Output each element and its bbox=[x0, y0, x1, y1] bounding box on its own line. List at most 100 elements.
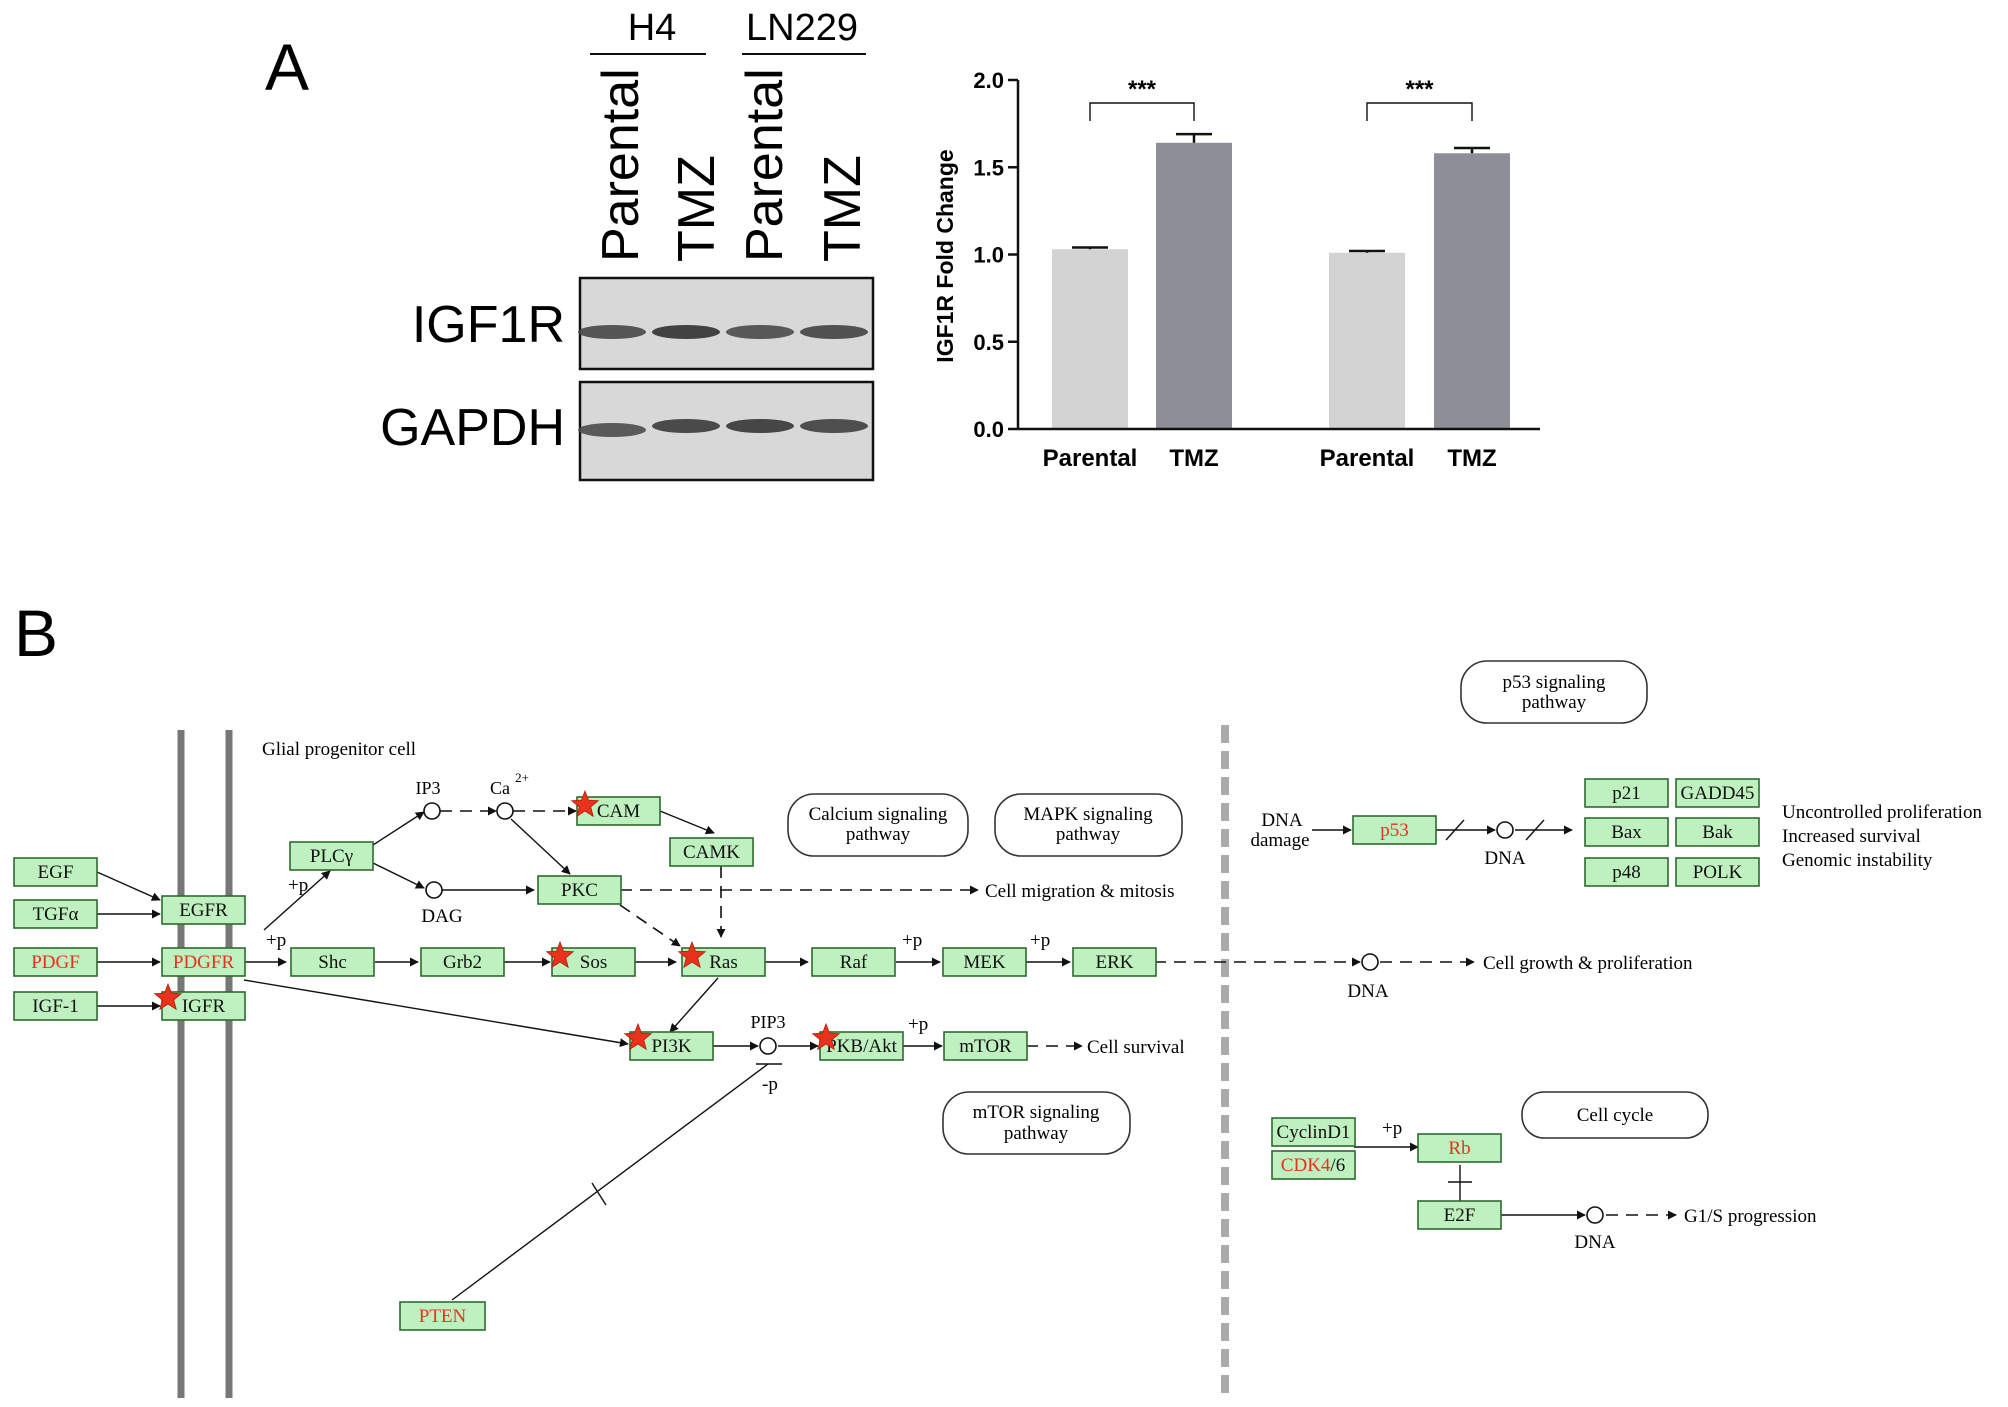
lane-label: TMZ bbox=[814, 155, 872, 262]
compound-ca-superscript: 2+ bbox=[515, 770, 529, 785]
gene-label: PKB/Akt bbox=[826, 1036, 897, 1057]
gene-shc[interactable]: Shc bbox=[290, 947, 375, 977]
lane-label: Parental bbox=[592, 68, 650, 262]
gene-label: PLCγ bbox=[310, 846, 353, 867]
gene-label: CDK4/6 bbox=[1281, 1155, 1345, 1176]
cell-line-h4: H4 bbox=[628, 7, 677, 49]
gene-bax[interactable]: Bax bbox=[1584, 817, 1669, 847]
gene-polk[interactable]: POLK bbox=[1675, 857, 1760, 887]
mod-label: +p bbox=[1382, 1118, 1402, 1139]
gene-pkc[interactable]: PKC bbox=[537, 875, 622, 905]
significance-label: *** bbox=[1128, 76, 1157, 103]
gene-pdgf[interactable]: PDGF bbox=[13, 947, 98, 977]
lane-label: TMZ bbox=[668, 155, 726, 262]
gene-bak[interactable]: Bak bbox=[1675, 817, 1760, 847]
gene-p21[interactable]: p21 bbox=[1584, 778, 1669, 808]
bar bbox=[1052, 249, 1128, 429]
pathway-calcium-label: Calcium signaling bbox=[809, 804, 948, 825]
pathway-mtor[interactable]: mTOR signaling pathway bbox=[942, 1091, 1131, 1155]
gene-egfr[interactable]: EGFR bbox=[161, 895, 246, 925]
gene-plcg[interactable]: PLCγ bbox=[289, 841, 374, 871]
gene-label: TGFα bbox=[33, 904, 79, 925]
gene-label: Ras bbox=[709, 952, 738, 973]
blot-igf1r-bands bbox=[578, 325, 868, 339]
compound-dna-p53[interactable]: DNA bbox=[1484, 821, 1526, 869]
gene-egf[interactable]: EGF bbox=[13, 857, 98, 887]
significance-bracket bbox=[1366, 102, 1473, 121]
outcome-migration: Cell migration & mitosis bbox=[985, 881, 1174, 902]
mod-label: +p bbox=[1030, 930, 1050, 951]
gene-label: p21 bbox=[1612, 783, 1641, 804]
gene-tgfa[interactable]: TGFα bbox=[13, 899, 98, 929]
star-icon bbox=[811, 1022, 841, 1051]
gene-label: IGFR bbox=[182, 996, 226, 1017]
gene-p53[interactable]: p53 bbox=[1352, 815, 1437, 845]
gene-camk[interactable]: CAMK bbox=[669, 837, 754, 867]
panel-a-label: A bbox=[265, 30, 309, 104]
bar bbox=[1329, 252, 1405, 429]
gene-label: CAM bbox=[597, 801, 640, 822]
fold-change-chart: IGF1R Fold Change 0.00.51.01.52.0 Parent… bbox=[932, 68, 1540, 472]
gene-grb2[interactable]: Grb2 bbox=[420, 947, 505, 977]
gene-label: IGF-1 bbox=[32, 996, 78, 1017]
gene-label: Raf bbox=[840, 952, 868, 973]
gene-igf1[interactable]: IGF-1 bbox=[13, 991, 98, 1021]
star-icon bbox=[623, 1022, 653, 1051]
gene-stars bbox=[153, 789, 841, 1051]
gene-igfr[interactable]: IGFR bbox=[161, 991, 246, 1021]
dna-damage-label-2: damage bbox=[1250, 830, 1309, 851]
gene-pi3k[interactable]: PI3K bbox=[629, 1031, 714, 1061]
gene-mek[interactable]: MEK bbox=[942, 947, 1027, 977]
gene-label: MEK bbox=[963, 952, 1006, 973]
x-tick-label: Parental bbox=[1320, 445, 1415, 472]
pathway-p53-label-2: pathway bbox=[1522, 692, 1587, 713]
gene-p48[interactable]: p48 bbox=[1584, 857, 1669, 887]
bar bbox=[1434, 153, 1510, 430]
mod-label: +p bbox=[908, 1014, 928, 1035]
outcome-growth: Cell growth & proliferation bbox=[1483, 953, 1693, 974]
pathway-edges bbox=[96, 806, 1677, 1301]
mod-label: +p bbox=[902, 930, 922, 951]
gene-label: POLK bbox=[1693, 862, 1743, 883]
gene-gadd45[interactable]: GADD45 bbox=[1675, 778, 1760, 808]
pathway-mapk[interactable]: MAPK signaling pathway bbox=[994, 793, 1183, 857]
pathway-cell-cycle[interactable]: Cell cycle bbox=[1521, 1091, 1709, 1139]
blot-band bbox=[652, 419, 720, 433]
gene-erk[interactable]: ERK bbox=[1072, 947, 1157, 977]
gene-cyclind1[interactable]: CyclinD1 bbox=[1271, 1117, 1356, 1147]
gene-label: p53 bbox=[1380, 820, 1409, 841]
compound-dna-erk[interactable]: DNA bbox=[1347, 953, 1389, 1002]
outcome-g1s: G1/S progression bbox=[1684, 1206, 1817, 1227]
gene-label: GADD45 bbox=[1681, 783, 1755, 804]
gene-pten[interactable]: PTEN bbox=[399, 1301, 486, 1331]
gene-raf[interactable]: Raf bbox=[811, 947, 896, 977]
pathway-mtor-label: mTOR signaling bbox=[973, 1102, 1100, 1123]
mod-label: -p bbox=[762, 1074, 778, 1095]
gene-e2f[interactable]: E2F bbox=[1417, 1200, 1502, 1230]
gene-pkb[interactable]: PKB/Akt bbox=[819, 1031, 904, 1061]
bar bbox=[1156, 142, 1232, 429]
pathway-p53-label: p53 signaling bbox=[1503, 672, 1606, 693]
compound-pip3[interactable]: PIP3 bbox=[750, 1012, 786, 1055]
gene-mtor[interactable]: mTOR bbox=[943, 1031, 1028, 1061]
compound-pip3-label: PIP3 bbox=[750, 1012, 785, 1032]
compound-ca[interactable]: Ca 2+ bbox=[490, 770, 529, 820]
gene-label: PI3K bbox=[651, 1036, 691, 1057]
gene-label: CAMK bbox=[683, 842, 740, 863]
y-tick-label: 0.5 bbox=[973, 330, 1004, 355]
compound-dag[interactable]: DAG bbox=[421, 881, 463, 927]
pathway-p53[interactable]: p53 signaling pathway bbox=[1460, 660, 1648, 724]
compound-dna-e2f[interactable]: DNA bbox=[1574, 1206, 1616, 1253]
pathway-calcium-label-2: pathway bbox=[846, 824, 911, 845]
compound-ip3[interactable]: IP3 bbox=[415, 778, 441, 820]
chart-ylabel: IGF1R Fold Change bbox=[932, 149, 958, 362]
gene-label: EGFR bbox=[179, 900, 228, 921]
gene-pdgfr[interactable]: PDGFR bbox=[161, 947, 246, 977]
pathway-calcium[interactable]: Calcium signaling pathway bbox=[787, 793, 969, 857]
blot-igf1r bbox=[578, 276, 875, 371]
gene-rb[interactable]: Rb bbox=[1417, 1133, 1502, 1163]
gene-cdk46[interactable]: CDK4/6 bbox=[1271, 1150, 1356, 1180]
compound-dna-label: DNA bbox=[1574, 1232, 1615, 1253]
gene-label: E2F bbox=[1444, 1205, 1476, 1226]
